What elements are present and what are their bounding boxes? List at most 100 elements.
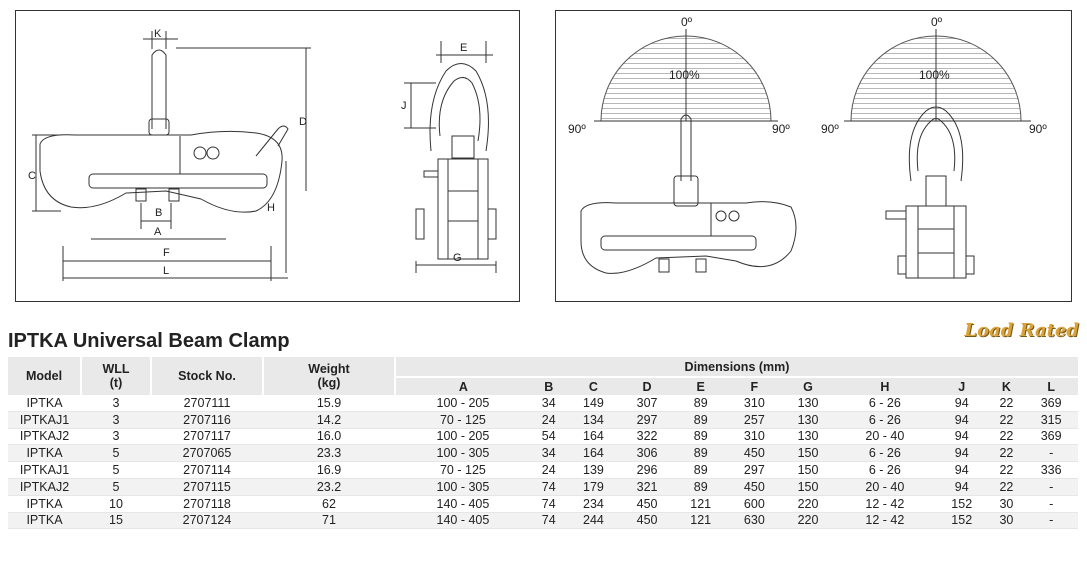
table-cell: 14.2	[263, 411, 395, 429]
table-cell: 12 - 42	[834, 512, 935, 530]
table-cell: 89	[673, 395, 728, 412]
table-cell: 34	[530, 444, 567, 463]
table-cell: 71	[263, 512, 395, 530]
table-cell: 164	[566, 444, 621, 463]
header-dim-g: G	[781, 377, 835, 395]
right-fan-center-label: 100%	[919, 68, 950, 82]
table-cell: IPTKA	[8, 444, 81, 463]
table-cell: 3	[81, 395, 151, 412]
load-angle-diagram-panel: 0º 100% 90º 90º 0º 100% 90º 90º	[555, 10, 1072, 302]
table-cell: 100 - 205	[395, 395, 531, 412]
header-wll-unit: (t)	[109, 376, 123, 390]
header-wll-label: WLL	[102, 362, 130, 376]
table-cell: 24	[530, 411, 567, 429]
dim-label-j: J	[401, 100, 407, 112]
table-cell: 15.9	[263, 395, 395, 412]
table-cell: 150	[781, 444, 835, 463]
table-cell: 94	[934, 395, 989, 412]
left-fan-center-label: 100%	[669, 68, 700, 82]
table-cell: 140 - 405	[395, 512, 531, 530]
table-cell: 2707111	[151, 395, 263, 412]
dim-label-f: F	[163, 247, 170, 259]
dim-label-e: E	[460, 42, 467, 54]
table-cell: 139	[566, 461, 621, 479]
table-cell: 30	[988, 512, 1025, 530]
header-dim-e: E	[673, 377, 728, 395]
table-cell: 89	[673, 461, 728, 479]
table-cell: 2707124	[151, 512, 263, 530]
dim-label-g: G	[453, 252, 462, 264]
table-cell: 450	[727, 478, 782, 496]
header-weight-label: Weight	[308, 362, 350, 376]
table-cell: 12 - 42	[834, 495, 935, 513]
table-cell: 6 - 26	[834, 411, 935, 429]
table-cell: -	[1024, 495, 1078, 513]
table-cell: 22	[988, 395, 1025, 412]
table-cell: 54	[530, 428, 567, 446]
table-cell: IPTKAJ1	[8, 461, 81, 479]
table-cell: 16.9	[263, 461, 395, 479]
dim-label-l: L	[163, 265, 169, 277]
table-cell: 297	[620, 411, 674, 429]
table-cell: 22	[988, 478, 1025, 496]
table-cell: 15	[81, 512, 151, 530]
header-dim-l: L	[1024, 377, 1078, 395]
table-cell: 94	[934, 461, 989, 479]
table-cell: 74	[530, 478, 567, 496]
header-wll: WLL (t)	[81, 357, 152, 395]
header-dim-h: H	[834, 377, 935, 395]
table-cell: IPTKAJ1	[8, 411, 81, 429]
table-cell: 100 - 305	[395, 478, 531, 496]
table-cell: 24	[530, 461, 567, 479]
table-cell: IPTKAJ2	[8, 428, 81, 446]
header-dim-j: J	[934, 377, 989, 395]
table-cell: 6 - 26	[834, 461, 935, 479]
table-cell: IPTKA	[8, 395, 81, 412]
table-cell: 310	[727, 428, 782, 446]
load-angle-drawing: 0º 100% 90º 90º 0º 100% 90º 90º	[568, 15, 1047, 279]
specification-table: Model WLL (t) Stock No. Weight (kg) Dime…	[8, 357, 1078, 530]
header-dim-k: K	[988, 377, 1025, 395]
table-cell: 630	[727, 512, 782, 530]
table-cell: 89	[673, 478, 728, 496]
table-cell: IPTKAJ2	[8, 478, 81, 496]
table-cell: 20 - 40	[834, 478, 935, 496]
table-cell: -	[1024, 478, 1078, 496]
dim-label-d: D	[299, 116, 307, 128]
clamp-dimension-drawing: K D C B A F L H E J G	[28, 28, 497, 281]
table-cell: 450	[727, 444, 782, 463]
header-dim-b: B	[530, 377, 567, 395]
header-dim-d: D	[620, 377, 674, 395]
table-cell: 94	[934, 411, 989, 429]
right-fan-left-angle: 90º	[821, 122, 839, 136]
table-cell: 23.3	[263, 444, 395, 463]
table-cell: 220	[781, 512, 835, 530]
table-cell: 121	[673, 495, 728, 513]
table-cell: 6 - 26	[834, 395, 935, 412]
table-cell: 2707115	[151, 478, 263, 496]
table-cell: 100 - 305	[395, 444, 531, 463]
left-fan-right-angle: 90º	[772, 122, 790, 136]
table-cell: 94	[934, 478, 989, 496]
table-cell: 149	[566, 395, 621, 412]
table-cell: 94	[934, 444, 989, 463]
table-cell: 150	[781, 461, 835, 479]
table-cell: 152	[934, 495, 989, 513]
dim-label-a: A	[154, 226, 162, 238]
table-cell: 244	[566, 512, 621, 530]
table-cell: 130	[781, 395, 835, 412]
dim-label-c: C	[28, 170, 36, 182]
table-cell: 74	[530, 495, 567, 513]
table-cell: 89	[673, 411, 728, 429]
table-cell: 22	[988, 461, 1025, 479]
table-cell: 220	[781, 495, 835, 513]
table-cell: 369	[1024, 428, 1078, 446]
table-cell: -	[1024, 512, 1078, 530]
table-cell: 2707114	[151, 461, 263, 479]
